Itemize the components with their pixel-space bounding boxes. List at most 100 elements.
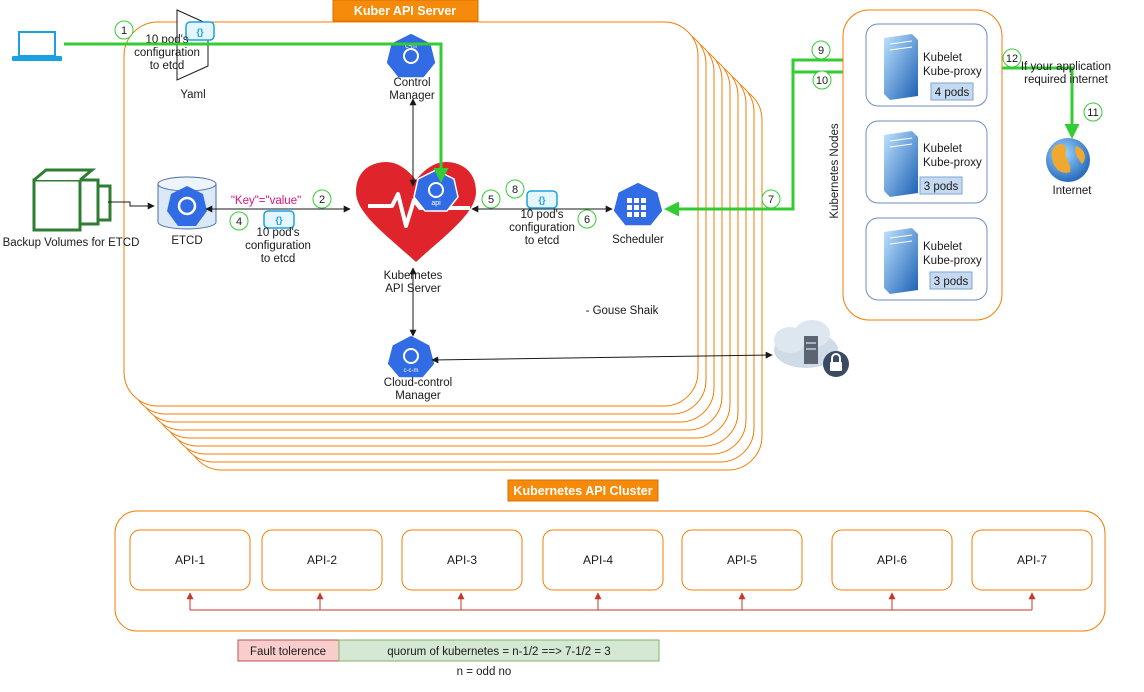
cluster-connector-bus [186, 592, 1036, 611]
yaml-label: Yaml [180, 89, 205, 101]
cluster-header-text: Kubernetes API Cluster [513, 484, 652, 498]
api-server-stack [123, 21, 763, 471]
quorum-label: quorum of kubernetes = n-1/2 ==> 7-1/2 =… [387, 646, 610, 658]
cloud-lock-icon [774, 320, 849, 377]
cluster-header [507, 479, 659, 502]
json-config-icon-2: {} [526, 190, 558, 209]
key-value-label: "Key"="value" [231, 195, 301, 207]
node-3-pods-badge [929, 271, 973, 290]
step-6-text: 6 [584, 214, 590, 226]
quorum-box [338, 639, 660, 662]
step-12-text: 12 [1006, 53, 1018, 65]
api-box-6 [831, 529, 953, 591]
node-1-pods-badge [930, 82, 974, 101]
node-2-kube-proxy: Kube-proxy [923, 157, 982, 169]
api-3-label: API-3 [447, 553, 477, 567]
api-server-header: Kuber API Server [332, 0, 479, 22]
internet-note-line-2: required internet [1024, 74, 1109, 86]
pod-config-note-2-line-1: 10 pod's [256, 227, 299, 239]
step-5-text: 5 [488, 194, 494, 206]
odd-number-note: n = odd no [457, 666, 512, 678]
nodes-label: Kubernetes Nodes [829, 123, 841, 219]
step-1-marker [114, 20, 134, 40]
step-1-text: 1 [121, 25, 127, 37]
backup-volumes-icon [32, 168, 112, 232]
step-11-text: 11 [1087, 107, 1098, 119]
server-icon [884, 131, 918, 197]
step-7-marker [761, 189, 781, 209]
node-1: Kubelet Kube-proxy 4 pods [865, 23, 988, 107]
step-12-marker [1002, 48, 1022, 68]
step-8-marker [505, 179, 525, 199]
cloud-control-manager-icon: c-c-m [386, 334, 436, 379]
cloud-manager-label-1: Cloud-control [384, 377, 452, 389]
api-box-7 [971, 529, 1093, 591]
svg-text:c-m: c-m [405, 43, 417, 50]
svg-text:{}: {} [538, 195, 546, 205]
pod-config-note-2-line-2: configuration [245, 240, 311, 252]
etcd-icon [157, 176, 217, 230]
author-label: - Gouse Shaik [586, 305, 659, 317]
cloud-manager-label-2: Manager [395, 390, 441, 402]
node-3-kubelet: Kubelet [923, 241, 963, 253]
scheduler-icon [612, 181, 664, 227]
step-4-text: 4 [236, 216, 242, 228]
step-markers [114, 20, 1103, 231]
api-5-label: API-5 [727, 553, 757, 567]
pod-config-note-1-line-2: configuration [134, 47, 200, 59]
node-2-kubelet: Kubelet [923, 143, 963, 155]
step-11-marker [1083, 102, 1103, 122]
api-box-5 [681, 529, 803, 591]
fault-tolerance-label: Fault tolerence [250, 646, 326, 658]
api-server-header-text: Kuber API Server [354, 4, 456, 18]
step-2-text: 2 [319, 194, 325, 206]
api-2-label: API-2 [307, 553, 337, 567]
etcd-label: ETCD [171, 235, 202, 247]
cluster-api-labels: API-1 API-2 API-3 API-4 API-5 API-6 API-… [175, 553, 1047, 567]
pod-config-note-1-line-3: to etcd [150, 60, 185, 72]
cloud-manager-cloud-arrow [431, 351, 773, 364]
step-9-marker [811, 40, 831, 60]
svg-text:c-c-m: c-c-m [404, 368, 419, 374]
api-7-label: API-7 [1017, 553, 1047, 567]
node-1-kube-proxy: Kube-proxy [923, 66, 982, 78]
api-box-1 [129, 529, 251, 591]
backup-volumes-label: Backup Volumes for ETCD [3, 237, 140, 249]
cluster-api-boxes [129, 529, 1093, 591]
node-3-kube-proxy: Kube-proxy [923, 255, 982, 267]
step-2-marker [312, 189, 332, 209]
step-7-text: 7 [768, 194, 774, 206]
node-1-kubelet: Kubelet [923, 52, 963, 64]
server-icon [884, 228, 918, 294]
internet-note-line-1: If your application [1021, 61, 1111, 73]
svg-text:{}: {} [196, 27, 204, 37]
step-8-text: 8 [512, 184, 518, 196]
node-3-pods: 3 pods [934, 276, 969, 288]
step-6-marker [577, 209, 597, 229]
control-manager-label-2: Manager [389, 90, 435, 102]
api-box-2 [261, 529, 383, 591]
globe-icon [1046, 138, 1090, 182]
api-box-3 [401, 529, 523, 591]
svg-text:api: api [431, 200, 441, 207]
pod-config-note-2-line-3: to etcd [261, 253, 296, 265]
step-10-text: 10 [816, 75, 828, 87]
node-2: Kubelet Kube-proxy 3 pods [865, 120, 988, 204]
step-5-marker [481, 189, 501, 209]
node-2-pods: 3 pods [924, 181, 959, 193]
api-1-label: API-1 [175, 553, 205, 567]
node-2-pods-badge [919, 176, 963, 195]
server-icon [884, 34, 918, 100]
scheduler-label: Scheduler [612, 234, 664, 246]
internet-label: Internet [1053, 185, 1093, 197]
control-manager-label-1: Control [393, 77, 430, 89]
node-3: Kubelet Kube-proxy 3 pods [865, 217, 988, 301]
step-10-marker [812, 70, 832, 90]
api-4-label: API-4 [583, 553, 613, 567]
step-9-text: 9 [818, 45, 824, 57]
step-4-marker [229, 211, 249, 231]
pod-config-note-3-line-1: 10 pod's [520, 209, 563, 221]
svg-text:{}: {} [275, 215, 283, 225]
json-config-icon-1: {} [263, 210, 295, 229]
node-1-pods: 4 pods [935, 87, 970, 99]
